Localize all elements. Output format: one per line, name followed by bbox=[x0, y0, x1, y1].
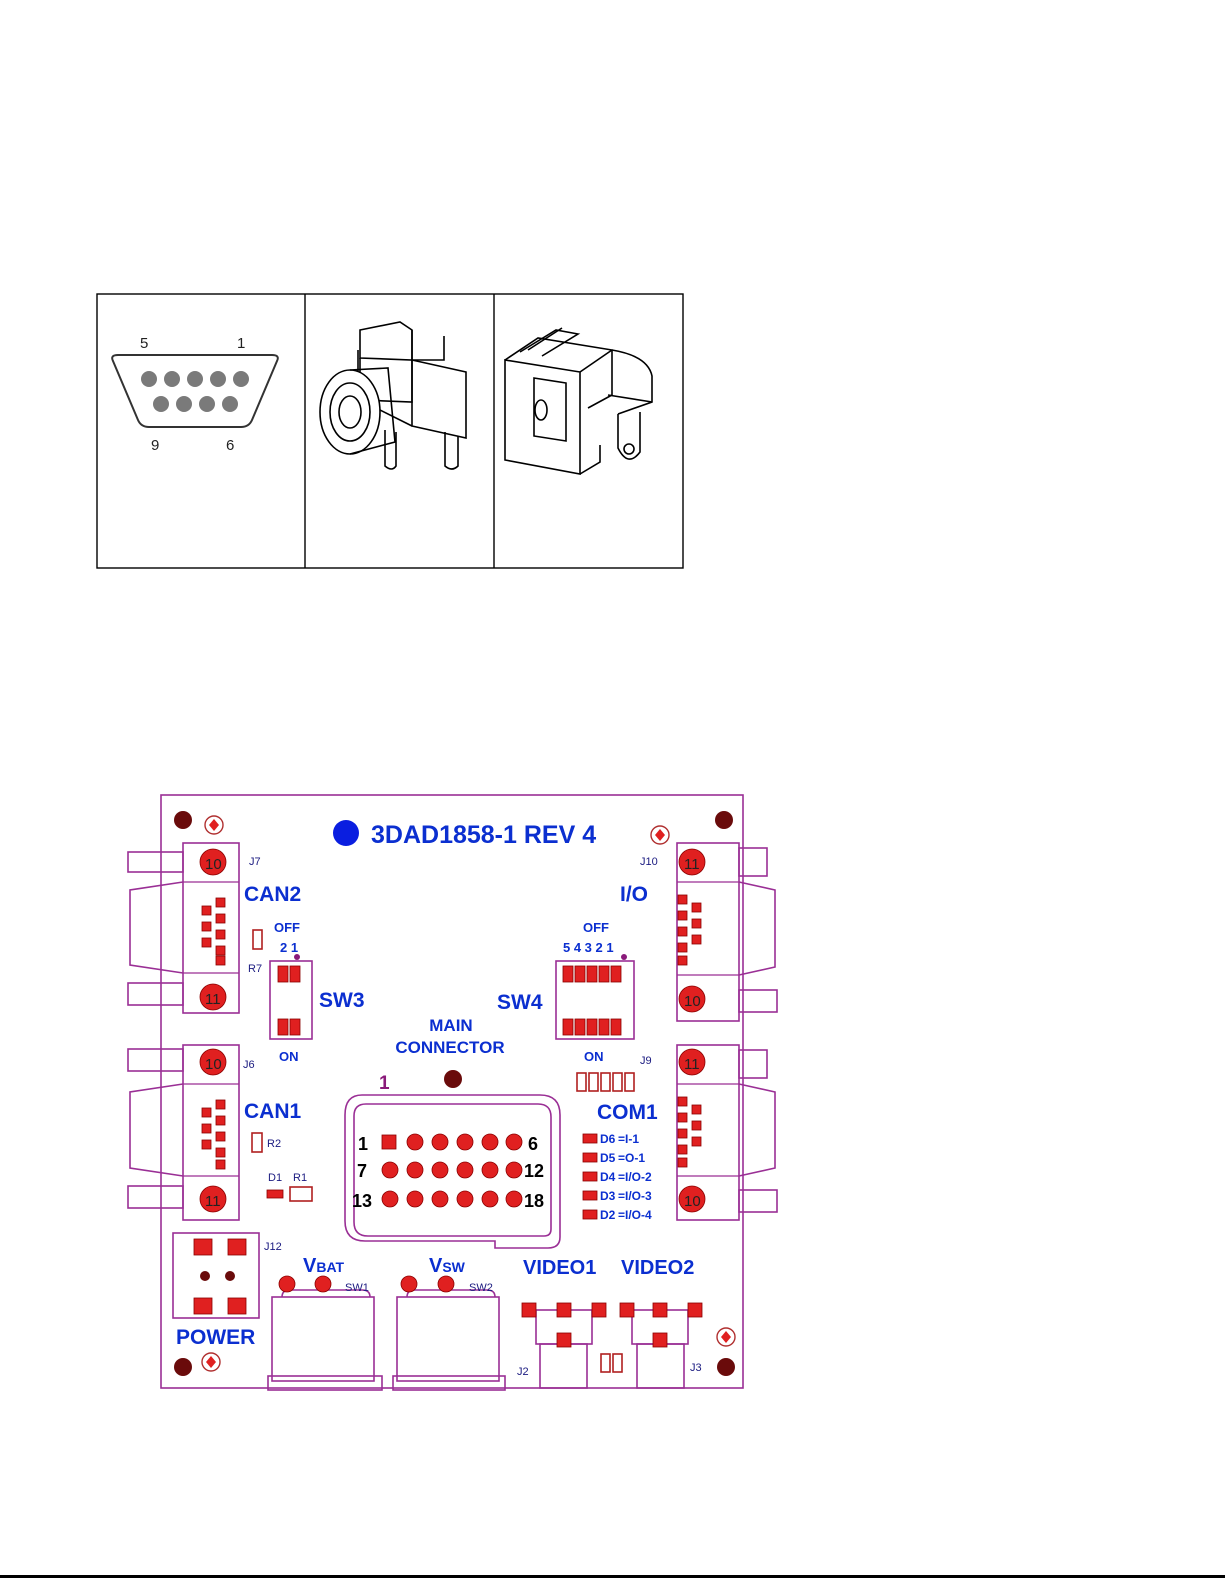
video-jumper bbox=[601, 1354, 622, 1372]
pcb-layout-drawing: 3DAD1858-1 REV 4 10 11 10 11 bbox=[128, 795, 777, 1390]
label-power: POWER bbox=[176, 1326, 255, 1349]
led-label: =I/O-4 bbox=[618, 1208, 652, 1222]
ref-j9: J9 bbox=[640, 1055, 652, 1067]
label-video2: VIDEO2 bbox=[621, 1257, 694, 1279]
db9-pin-label: 6 bbox=[226, 437, 234, 454]
sw3-off-label: OFF bbox=[274, 920, 300, 935]
pin-number: 11 bbox=[205, 991, 221, 1008]
resistor-r2 bbox=[252, 1133, 262, 1152]
led-ref: D3 bbox=[600, 1189, 616, 1203]
page-bottom-rule bbox=[0, 1575, 1225, 1578]
label-vsw: VSW bbox=[429, 1255, 466, 1277]
sw3-on-label: ON bbox=[279, 1049, 299, 1064]
ref-r1: R1 bbox=[293, 1172, 307, 1184]
sw4-off-label: OFF bbox=[583, 920, 609, 935]
connector-table: 5 1 9 6 bbox=[97, 294, 683, 568]
ref-j2: J2 bbox=[517, 1366, 529, 1378]
label-video1: VIDEO1 bbox=[523, 1257, 596, 1279]
ref-r2: R2 bbox=[267, 1138, 281, 1150]
power-connector-j12 bbox=[173, 1233, 259, 1318]
label-can2: CAN2 bbox=[244, 883, 301, 906]
led-label: =I/O-2 bbox=[618, 1170, 652, 1184]
connector-j10: 10 11 bbox=[677, 843, 777, 1021]
ref-j10: J10 bbox=[640, 856, 658, 868]
led-d1 bbox=[267, 1190, 283, 1198]
connector-j6: 10 11 bbox=[128, 1045, 239, 1220]
board-logo-dot bbox=[333, 820, 359, 846]
db9-pin-label: 5 bbox=[140, 335, 148, 352]
video-connector-j2 bbox=[522, 1303, 606, 1388]
db9-pin-label: 1 bbox=[237, 335, 245, 352]
label-sw4: SW4 bbox=[497, 991, 543, 1014]
ref-d1: D1 bbox=[268, 1172, 282, 1184]
resistor-r7 bbox=[253, 930, 262, 949]
pin-number: 10 bbox=[684, 1193, 701, 1210]
ref-j12: J12 bbox=[264, 1241, 282, 1253]
led-label: =I-1 bbox=[618, 1132, 639, 1146]
pin-number: 18 bbox=[524, 1191, 544, 1211]
ref-r7: R7 bbox=[248, 963, 262, 975]
sw4-on-label: ON bbox=[584, 1049, 604, 1064]
ref-sw1: SW1 bbox=[345, 1282, 369, 1294]
label-vbat: VBAT bbox=[303, 1255, 345, 1277]
pin-one-marker: 1 bbox=[379, 1073, 390, 1094]
label-io: I/O bbox=[620, 883, 648, 906]
resistor-r1 bbox=[290, 1187, 312, 1201]
pin-number: 12 bbox=[524, 1161, 544, 1181]
led-label: =O-1 bbox=[618, 1151, 645, 1165]
connector-j7: 10 11 bbox=[128, 843, 239, 1013]
sw3-numbers: 2 1 bbox=[280, 940, 298, 955]
dc-barrel-jack-illustration bbox=[505, 328, 652, 474]
pin-number: 7 bbox=[357, 1161, 367, 1181]
video-connector-j3 bbox=[620, 1303, 702, 1388]
dip-switch-sw3: OFF 2 1 ON bbox=[270, 920, 312, 1064]
ref-j6: J6 bbox=[243, 1059, 255, 1071]
led-label: =I/O-3 bbox=[618, 1189, 652, 1203]
label-sw3: SW3 bbox=[319, 989, 365, 1012]
pin-number: 10 bbox=[205, 856, 222, 873]
pin-number: 6 bbox=[528, 1134, 538, 1154]
ref-j7: J7 bbox=[249, 856, 261, 868]
pin-number: 11 bbox=[684, 856, 700, 873]
label-com1: COM1 bbox=[597, 1101, 658, 1124]
label-connector: CONNECTOR bbox=[395, 1038, 504, 1057]
label-can1: CAN1 bbox=[244, 1100, 301, 1123]
db9-connector-illustration: 5 1 9 6 bbox=[112, 335, 278, 454]
connector-j9: 10 11 bbox=[677, 1045, 777, 1220]
vbat-switch-sw1: SW1 bbox=[272, 1276, 374, 1381]
main-connector: 1 1 6 7 12 13 18 bbox=[345, 1070, 560, 1248]
ref-sw2: SW2 bbox=[469, 1282, 493, 1294]
sw4-numbers: 5 4 3 2 1 bbox=[563, 940, 614, 955]
vsw-switch-sw2: SW2 bbox=[397, 1276, 499, 1381]
rca-jack-illustration bbox=[320, 322, 466, 469]
board-title: 3DAD1858-1 REV 4 bbox=[371, 821, 596, 849]
led-ref: D6 bbox=[600, 1132, 616, 1146]
table-border bbox=[97, 294, 683, 568]
pin-number: 13 bbox=[352, 1191, 372, 1211]
pin-number: 10 bbox=[684, 993, 701, 1010]
db9-shell bbox=[112, 355, 278, 427]
led-ref: D4 bbox=[600, 1170, 616, 1184]
db9-pin-label: 9 bbox=[151, 437, 159, 454]
pin-number: 1 bbox=[358, 1134, 368, 1154]
led-ref: D5 bbox=[600, 1151, 616, 1165]
led-resistor-bank bbox=[577, 1073, 634, 1091]
pin-number: 11 bbox=[205, 1193, 221, 1210]
pin-number: 10 bbox=[205, 1056, 222, 1073]
led-legend: D6 =I-1 D5 =O-1 D4 =I/O-2 D3 =I/O-3 D2 =… bbox=[583, 1132, 652, 1222]
led-ref: D2 bbox=[600, 1208, 616, 1222]
label-main: MAIN bbox=[429, 1016, 472, 1035]
dip-switch-sw4: OFF 5 4 3 2 1 ON bbox=[556, 920, 634, 1064]
ref-j3: J3 bbox=[690, 1362, 702, 1374]
pin-number: 11 bbox=[684, 1056, 700, 1073]
